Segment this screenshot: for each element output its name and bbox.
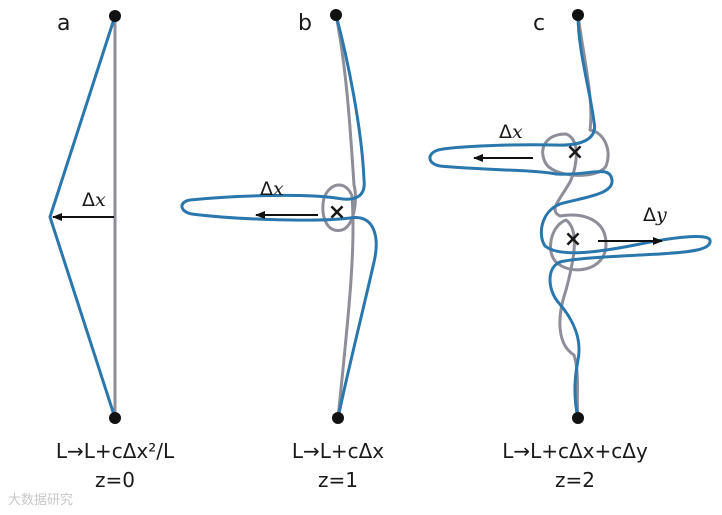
panel-a-formula: L→L+cΔx²/L — [56, 439, 175, 463]
panel-c-z: z=2 — [555, 468, 595, 492]
panel-b-letter: b — [298, 11, 312, 36]
panel-a-delta-symbol: Δ — [82, 189, 95, 211]
panel-c-bottom-pin — [572, 412, 584, 424]
panel-c: c Δ x Δ y × × L→L+cΔx+cΔy z=2 — [428, 9, 712, 492]
panel-c-delta-y-symbol: Δ — [643, 204, 656, 226]
panel-a: a Δ x L→L+cΔx²/L z=0 — [48, 10, 175, 492]
panel-c-top-pin — [572, 9, 584, 21]
panel-b-top-pin — [330, 9, 342, 21]
panel-a-blue-string — [48, 15, 117, 419]
panel-b-cross-marker: × — [328, 200, 346, 225]
watermark: 大数据研究 — [8, 493, 74, 508]
panel-c-gray-string — [541, 14, 610, 419]
panel-c-cross-marker-lower: × — [564, 227, 582, 252]
panel-c-cross-marker-upper: × — [566, 140, 584, 165]
panel-c-formula: L→L+cΔx+cΔy — [502, 439, 648, 463]
panel-b-delta-symbol: Δ — [260, 178, 273, 200]
panel-c-blue-string — [428, 14, 712, 419]
panel-c-delta-x-var: x — [512, 121, 523, 143]
panel-c-delta-x-symbol: Δ — [499, 121, 512, 143]
panel-c-delta-y-var: y — [655, 204, 667, 226]
panel-b-delta-var: x — [273, 178, 284, 200]
panel-a-top-pin — [109, 10, 121, 22]
panel-b: b Δ x × L→L+cΔx z=1 — [180, 9, 384, 492]
panel-c-letter: c — [533, 11, 545, 36]
panel-b-z: z=1 — [318, 468, 358, 492]
panel-a-letter: a — [57, 11, 70, 36]
panel-a-bottom-pin — [109, 412, 121, 424]
panel-a-z: z=0 — [95, 468, 135, 492]
panel-a-delta-var: x — [95, 189, 106, 211]
panel-b-formula: L→L+cΔx — [292, 439, 384, 463]
panel-b-blue-string — [180, 14, 378, 419]
panel-b-bottom-pin — [332, 412, 344, 424]
